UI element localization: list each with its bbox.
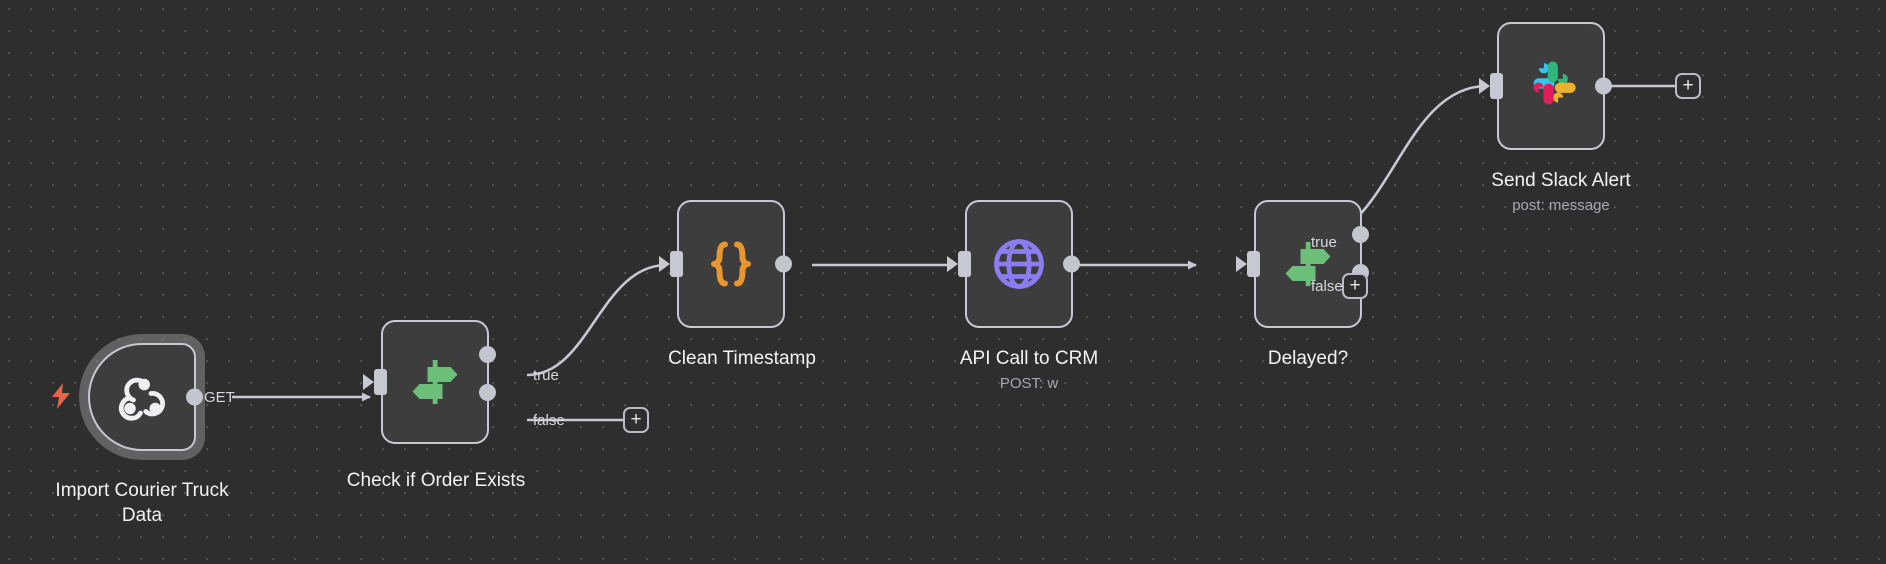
node-check-if-order-exists[interactable] xyxy=(374,320,496,444)
output-port[interactable] xyxy=(1063,255,1080,273)
node-api-call-to-crm[interactable] xyxy=(958,200,1080,328)
node-clean-timestamp[interactable] xyxy=(670,200,792,328)
lightning-bolt-icon xyxy=(51,383,71,409)
input-port[interactable] xyxy=(670,251,683,277)
add-node-button-slack[interactable]: + xyxy=(1675,73,1701,99)
node-import-courier-truck-data[interactable] xyxy=(88,343,203,451)
node-sublabel-send-slack-alert: post: message xyxy=(1512,197,1610,214)
output-port-true[interactable] xyxy=(1352,226,1369,243)
node-label-delayed: Delayed? xyxy=(1267,348,1349,369)
node-label-clean-timestamp: Clean Timestamp xyxy=(668,348,816,369)
port-tag-true: true xyxy=(533,367,559,384)
add-node-button-check-false[interactable]: + xyxy=(623,407,649,433)
input-port[interactable] xyxy=(374,369,387,395)
webhook-icon xyxy=(112,367,172,427)
output-port-true[interactable] xyxy=(479,346,496,363)
node-send-slack-alert[interactable] xyxy=(1490,22,1612,150)
port-tag-get: GET xyxy=(204,389,235,406)
port-tag-false: false xyxy=(533,412,565,429)
node-label-import-courier-truck-data: Import Courier Truck Data xyxy=(55,480,229,526)
add-node-button-delayed-false[interactable]: + xyxy=(1342,273,1368,299)
node-label-send-slack-alert: Send Slack Alert xyxy=(1491,170,1631,191)
output-port-false[interactable] xyxy=(479,384,496,401)
input-port[interactable] xyxy=(958,251,971,277)
input-port[interactable] xyxy=(1490,73,1503,99)
node-label-api-call-to-crm: API Call to CRM xyxy=(959,348,1099,369)
globe-icon xyxy=(989,234,1049,294)
input-port[interactable] xyxy=(1247,251,1260,277)
edge-check-true-to-clean xyxy=(526,260,668,377)
slack-icon xyxy=(1521,56,1581,116)
output-port[interactable] xyxy=(1595,77,1612,95)
code-braces-icon xyxy=(701,234,761,294)
output-port-get[interactable] xyxy=(186,388,203,406)
node-label-check-if-order-exists: Check if Order Exists xyxy=(346,470,526,491)
signpost-switch-icon xyxy=(1278,234,1338,294)
node-sublabel-api-call-to-crm: POST: w xyxy=(999,375,1059,392)
signpost-switch-icon xyxy=(405,352,465,412)
node-delayed[interactable] xyxy=(1247,200,1369,328)
output-port[interactable] xyxy=(775,255,792,273)
